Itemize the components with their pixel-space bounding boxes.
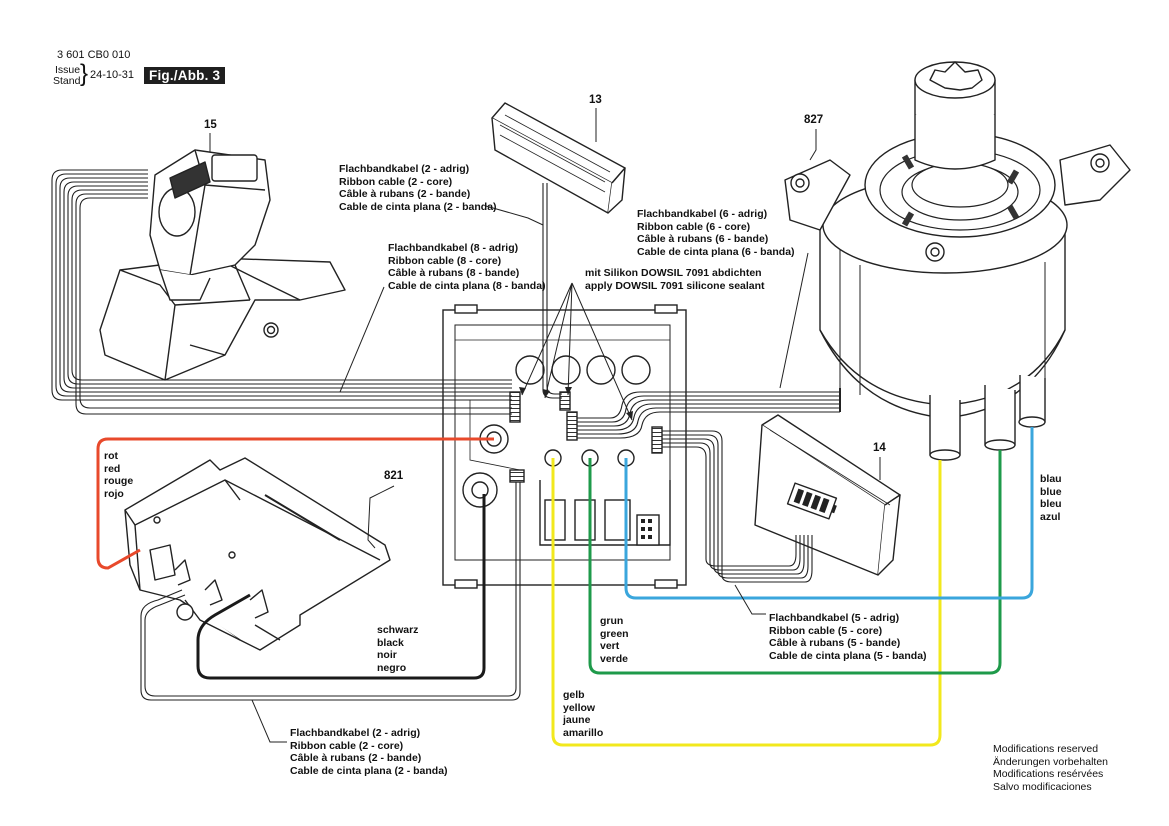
ribbon-cable-5-label: Flachbandkabel (5 - adrig)Ribbon cable (… xyxy=(769,612,927,662)
ribbon-cable-2-bottom xyxy=(140,482,521,701)
ribbon-cable-2-top-label: Flachbandkabel (2 - adrig)Ribbon cable (… xyxy=(339,163,497,213)
ribbon-cable-5 xyxy=(662,430,813,583)
figure-label: Fig./Abb. 3 xyxy=(144,67,226,84)
part-821-label: 821 xyxy=(384,470,404,482)
brace: } xyxy=(80,60,89,87)
switch-part-15 xyxy=(99,149,346,381)
electronics-housing xyxy=(442,304,687,589)
part-14-label: 14 xyxy=(873,442,886,454)
ribbon-cable-2-bottom-label: Flachbandkabel (2 - adrig)Ribbon cable (… xyxy=(290,727,448,777)
ribbon-cable-8 xyxy=(51,169,512,415)
part-15-label: 15 xyxy=(204,119,217,131)
battery-receptacle-part-821 xyxy=(124,457,391,651)
part-13-label: 13 xyxy=(589,94,602,106)
leader-lines xyxy=(209,108,881,743)
part-827-label: 827 xyxy=(804,114,824,126)
issue-label: Issue xyxy=(55,64,81,76)
arrow-heads xyxy=(519,387,633,420)
stand-label: Stand xyxy=(53,75,81,87)
issue-date: 24-10-31 xyxy=(90,69,135,81)
ribbon-cable-8-label: Flachbandkabel (8 - adrig)Ribbon cable (… xyxy=(388,242,546,292)
document-number: 3 601 CB0 010 xyxy=(57,49,131,61)
ribbon-cable-6 xyxy=(577,388,841,439)
red-wire xyxy=(96,437,494,570)
ribbon-cable-6-label: Flachbandkabel (6 - adrig)Ribbon cable (… xyxy=(637,208,795,258)
yellow-wire xyxy=(551,458,942,747)
green-wire xyxy=(588,450,1002,675)
module-part-13 xyxy=(491,102,626,214)
motor-part-827 xyxy=(784,61,1131,461)
black-wire xyxy=(196,494,486,680)
blue-wire xyxy=(624,427,1034,600)
module-part-14 xyxy=(754,414,901,576)
